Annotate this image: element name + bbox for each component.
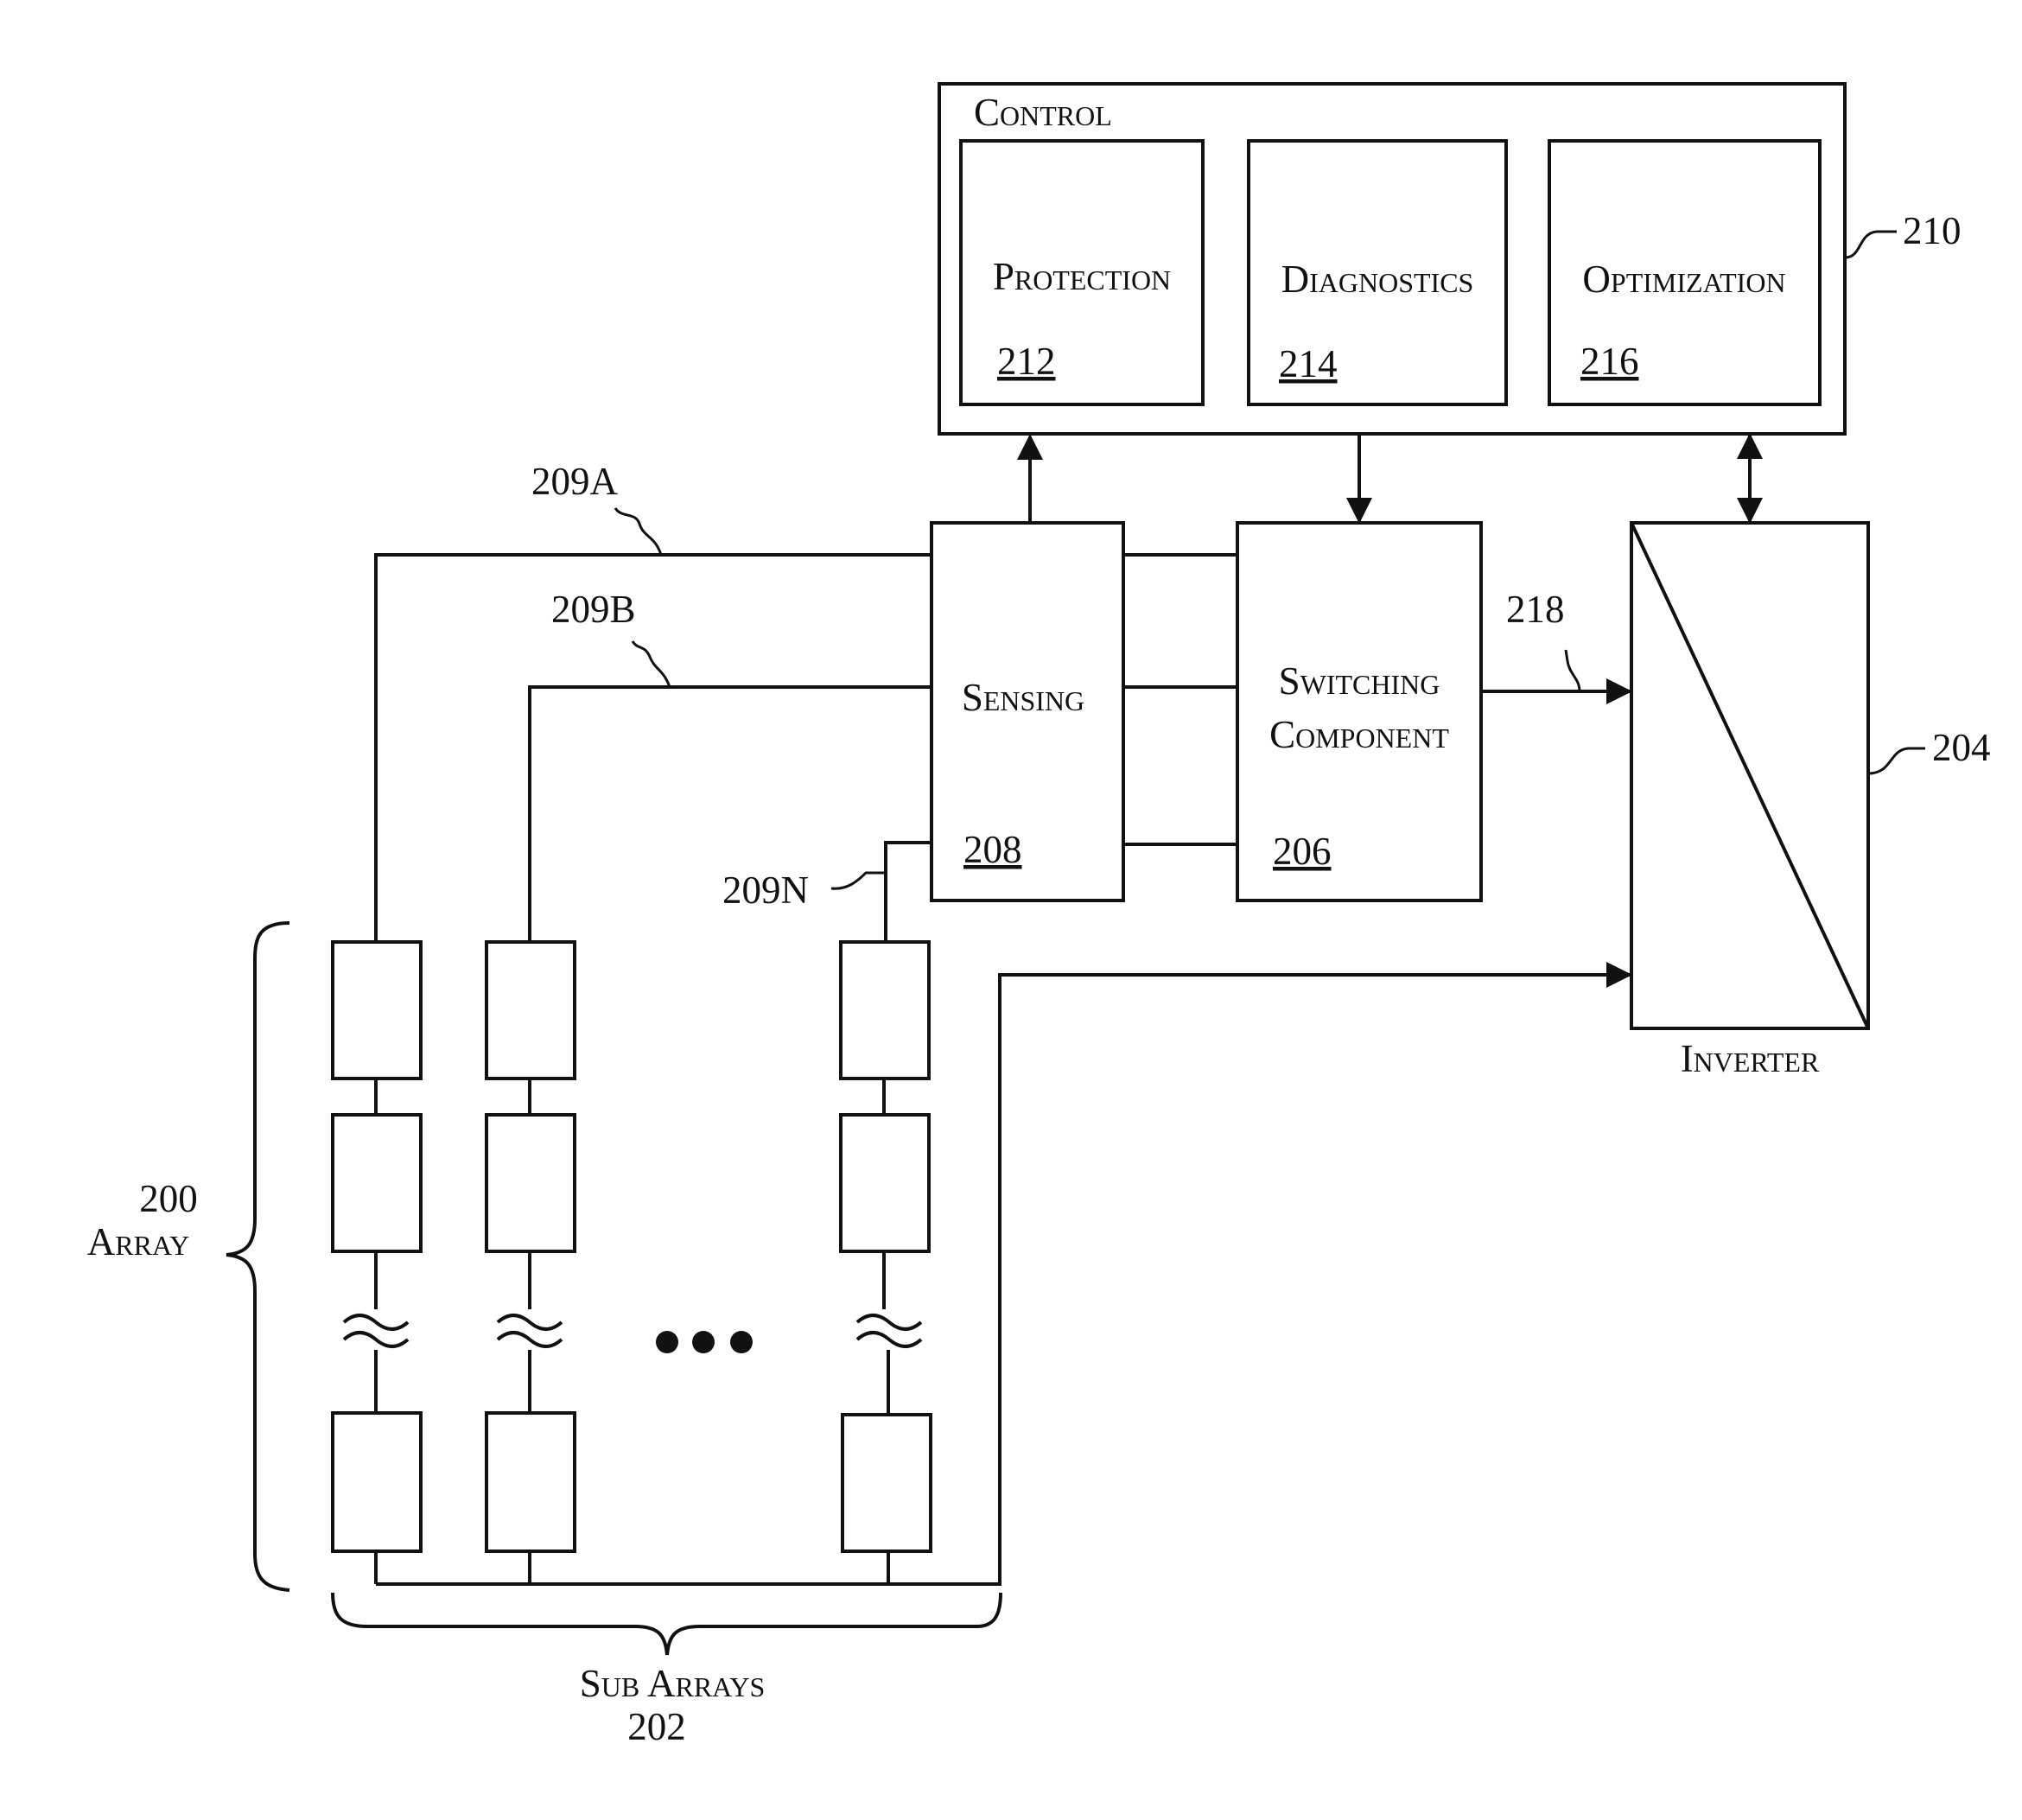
inverter-block: Inverter (1631, 523, 1868, 1080)
switching-component-block: Switching Component 206 (1237, 523, 1481, 900)
switching-label-line1: Switching (1279, 659, 1440, 703)
array-brace (226, 923, 289, 1590)
optimization-block: Optimization 216 (1549, 141, 1820, 404)
diagnostics-block: Diagnostics 214 (1249, 141, 1506, 404)
line-209n-leader (831, 873, 886, 888)
line-218-label: 218 (1506, 588, 1565, 631)
line-209a-leader (615, 508, 661, 555)
optimization-label: Optimization (1582, 258, 1785, 301)
sensing-ref: 208 (963, 828, 1022, 871)
inverter-label: Inverter (1681, 1037, 1820, 1080)
control-ref-leader (1845, 232, 1897, 258)
optimization-ref: 216 (1580, 340, 1639, 383)
control-ref: 210 (1903, 209, 1962, 252)
switching-ref: 206 (1273, 830, 1332, 873)
control-title: Control (974, 91, 1112, 134)
module (841, 1115, 929, 1251)
ellipsis-dots (656, 1331, 753, 1353)
array-ref: 200 (139, 1177, 198, 1220)
sensing-label: Sensing (962, 676, 1084, 719)
module (842, 1415, 931, 1551)
module (486, 1413, 575, 1551)
module (486, 942, 575, 1079)
sub-array-n (841, 942, 931, 1584)
sub-array-1 (333, 942, 421, 1584)
inverter-ref: 204 (1932, 726, 1991, 769)
line-209n-label: 209N (722, 869, 809, 912)
module (333, 1413, 421, 1551)
line-218-leader (1566, 650, 1580, 691)
line-209n (886, 843, 932, 942)
module (333, 942, 421, 1079)
sub-array-2 (486, 942, 575, 1584)
protection-block: Protection 212 (961, 141, 1203, 404)
break-symbol (857, 1315, 921, 1329)
line-209a (376, 555, 932, 942)
control-block: Control Protection 212 Diagnostics 214 O… (939, 84, 1845, 434)
module (841, 942, 929, 1079)
protection-ref: 212 (997, 340, 1056, 383)
sub-arrays-ref: 202 (627, 1705, 686, 1748)
line-209a-label: 209A (531, 460, 619, 503)
switching-label-line2: Component (1269, 713, 1449, 756)
diagnostics-ref: 214 (1279, 342, 1338, 385)
sensing-block: Sensing 208 (932, 523, 1123, 900)
line-209b-label: 209B (551, 588, 636, 631)
module (486, 1115, 575, 1251)
diagnostics-label: Diagnostics (1281, 258, 1474, 301)
module (333, 1115, 421, 1251)
array-label: Array (87, 1220, 189, 1263)
line-209b-leader (633, 641, 670, 687)
inverter-ref-leader (1868, 748, 1925, 773)
sub-arrays-label: Sub Arrays (580, 1662, 766, 1705)
break-symbol (498, 1315, 562, 1329)
sub-arrays-brace (333, 1593, 1001, 1655)
break-symbol (344, 1315, 408, 1329)
protection-label: Protection (993, 255, 1171, 298)
